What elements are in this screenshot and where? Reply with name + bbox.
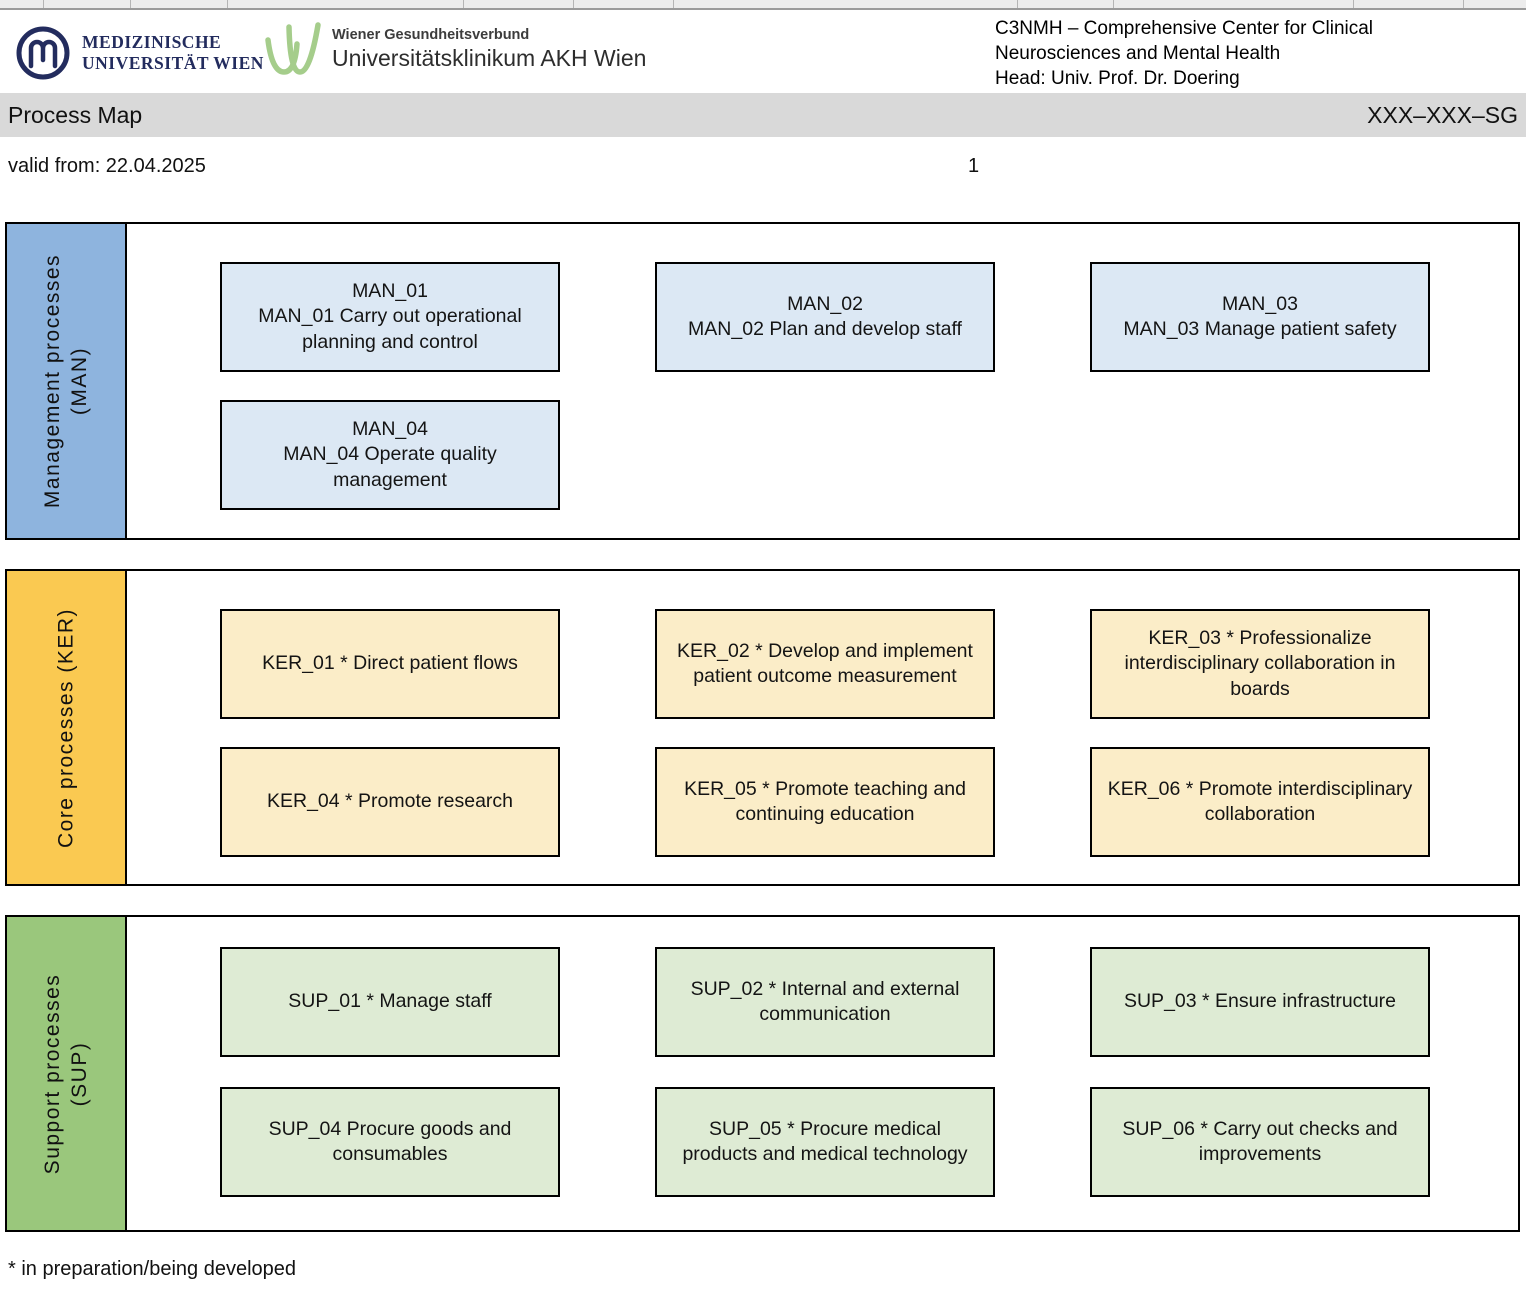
process-box-sup-05[interactable]: SUP_05 * Procure medical products and me… [655, 1087, 995, 1197]
meduni-emblem-icon [14, 24, 72, 82]
meduni-logo-line1: MEDIZINISCHE [82, 32, 222, 52]
process-box-sup-06[interactable]: SUP_06 * Carry out checks and improvemen… [1090, 1087, 1430, 1197]
title-bar: Process Map XXX–XXX–SG [0, 93, 1526, 137]
process-box-sup-03[interactable]: SUP_03 * Ensure infrastructure [1090, 947, 1430, 1057]
lane-main-man: MAN_01 MAN_01 Carry out operational plan… [127, 224, 1518, 538]
lane-sidebar-sup: Support processes (SUP) [7, 917, 127, 1230]
org-title-line3: Head: Univ. Prof. Dr. Doering [995, 68, 1240, 89]
process-box-man-04[interactable]: MAN_04 MAN_04 Operate quality management [220, 400, 560, 510]
process-box-sup-04[interactable]: SUP_04 Procure goods and consumables [220, 1087, 560, 1197]
lane-management-processes: Management processes (MAN) MAN_01 MAN_01… [5, 222, 1520, 540]
meduni-logo-line2: UNIVERSITÄT WIEN [82, 53, 264, 73]
process-box-sup-01[interactable]: SUP_01 * Manage staff [220, 947, 560, 1057]
process-box-man-01[interactable]: MAN_01 MAN_01 Carry out operational plan… [220, 262, 560, 372]
process-box-ker-05[interactable]: KER_05 * Promote teaching and continuing… [655, 747, 995, 857]
process-box-ker-04[interactable]: KER_04 * Promote research [220, 747, 560, 857]
valid-from-label: valid from: 22.04.2025 [8, 155, 206, 177]
akh-v-icon [262, 14, 324, 88]
org-title-line2: Neurosciences and Mental Health [995, 43, 1281, 64]
lane-sidebar-man: Management processes (MAN) [7, 224, 127, 538]
spreadsheet-grid-strip [0, 0, 1526, 10]
org-title-line1: C3NMH – Comprehensive Center for Clinica… [995, 18, 1374, 39]
process-box-ker-01[interactable]: KER_01 * Direct patient flows [220, 609, 560, 719]
akh-wien-logo: Wiener Gesundheitsverbund Universitätskl… [262, 14, 646, 88]
document-header: MEDIZINISCHE UNIVERSITÄT WIEN Wiener Ges… [0, 10, 1526, 93]
page-number: 1 [968, 155, 980, 177]
lane-label-ker: Core processes (KER) [54, 607, 78, 848]
lane-sidebar-ker: Core processes (KER) [7, 571, 127, 884]
process-box-sup-02[interactable]: SUP_02 * Internal and external communica… [655, 947, 995, 1057]
document-code: XXX–XXX–SG [1367, 101, 1518, 128]
footnote-asterisk-legend: * in preparation/being developed [8, 1258, 296, 1280]
process-box-man-02[interactable]: MAN_02 MAN_02 Plan and develop staff [655, 262, 995, 372]
lane-label-sup: Support processes (SUP) [41, 973, 91, 1174]
akh-logo-line2: Universitätsklinikum AKH Wien [332, 45, 647, 71]
page-title: Process Map [8, 101, 143, 128]
lane-support-processes: Support processes (SUP) SUP_01 * Manage … [5, 915, 1520, 1232]
lane-core-processes: Core processes (KER) KER_01 * Direct pat… [5, 569, 1520, 886]
meduni-wien-logo: MEDIZINISCHE UNIVERSITÄT WIEN [14, 24, 264, 82]
process-box-ker-02[interactable]: KER_02 * Develop and implement patient o… [655, 609, 995, 719]
akh-logo-line1: Wiener Gesundheitsverbund [332, 27, 530, 43]
lane-label-man: Management processes (MAN) [41, 253, 91, 509]
process-box-man-03[interactable]: MAN_03 MAN_03 Manage patient safety [1090, 262, 1430, 372]
lane-main-ker: KER_01 * Direct patient flows KER_02 * D… [127, 571, 1518, 884]
process-box-ker-03[interactable]: KER_03 * Professionalize interdisciplina… [1090, 609, 1430, 719]
org-title-block: C3NMH – Comprehensive Center for Clinica… [995, 16, 1515, 91]
process-box-ker-06[interactable]: KER_06 * Promote interdisciplinary colla… [1090, 747, 1430, 857]
lane-main-sup: SUP_01 * Manage staff SUP_02 * Internal … [127, 917, 1518, 1230]
